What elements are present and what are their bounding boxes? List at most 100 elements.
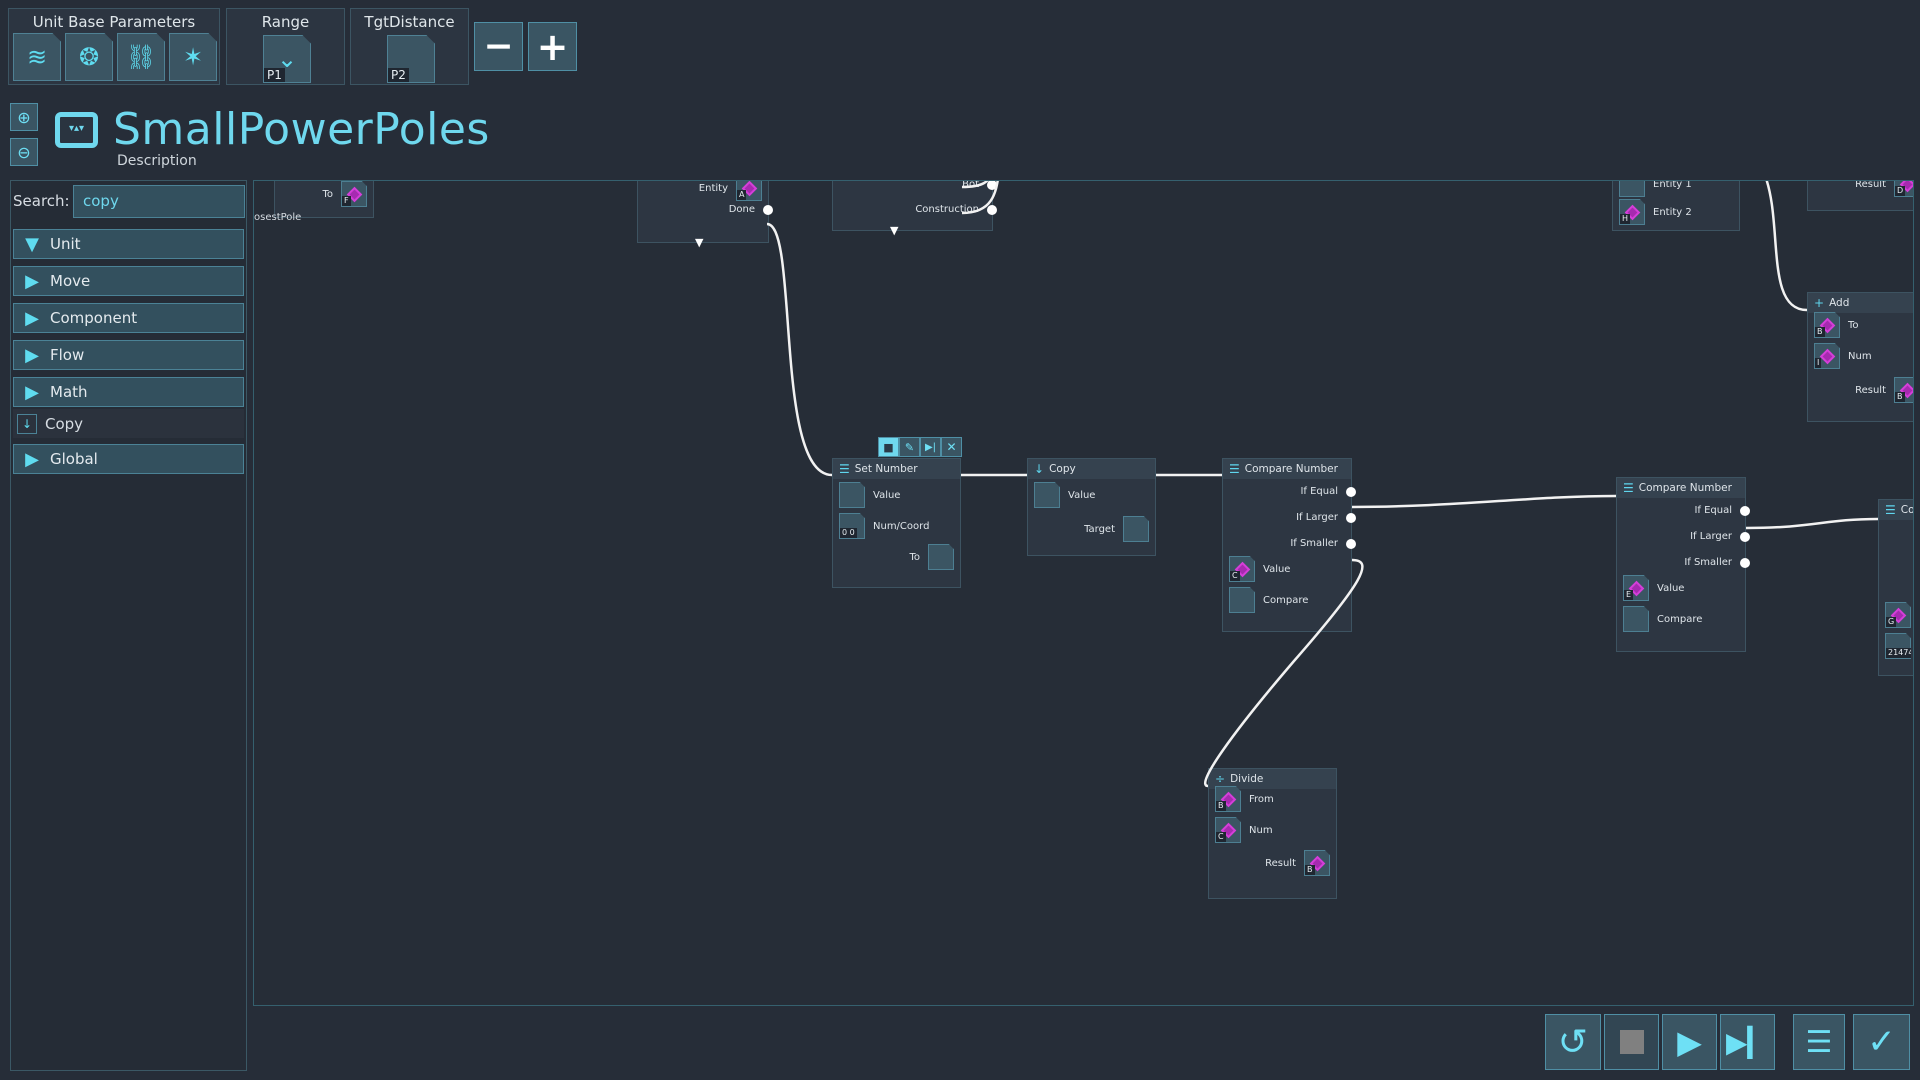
port-label: Bot (962, 180, 979, 190)
register-badge: D (1895, 186, 1906, 196)
exec-port[interactable] (1740, 557, 1750, 568)
value-slot[interactable] (839, 482, 865, 508)
node-type-icon: ☰ (839, 462, 850, 476)
description-link[interactable]: Description (117, 153, 197, 169)
register-badge: C (1216, 832, 1226, 842)
port-label: Value (1657, 582, 1685, 594)
category-math[interactable]: ▶Math (13, 377, 244, 407)
instruction-copy[interactable]: ↓ Copy (13, 409, 244, 438)
value-slot[interactable]: 0 0 (839, 513, 865, 539)
value-slot[interactable] (1034, 482, 1060, 508)
value-slot[interactable]: C (1229, 556, 1255, 582)
exec-port[interactable] (1346, 538, 1356, 549)
node-compare3[interactable]: ☰CorG 214748 (1878, 499, 1913, 676)
value-slot[interactable]: G (1885, 602, 1911, 628)
category-move[interactable]: ▶Move (13, 266, 244, 296)
undo-button[interactable]: ↺ (1545, 1014, 1601, 1070)
range-chevron-icon[interactable]: ⌄P1 (263, 35, 311, 83)
lock-icon[interactable]: ■ (878, 437, 899, 457)
page-title[interactable]: SmallPowerPoles (113, 104, 490, 155)
exec-port[interactable] (1346, 512, 1356, 523)
category-unit[interactable]: ▼Unit (13, 229, 244, 259)
exec-port[interactable] (1740, 505, 1750, 516)
zoom-out-button[interactable]: ⊖ (10, 138, 38, 166)
tgtdistance-slot[interactable]: P2 (387, 35, 435, 83)
range-label: Range (261, 13, 310, 31)
value-slot[interactable]: C (1215, 817, 1241, 843)
node-header[interactable]: ☰Compare Number (1617, 478, 1745, 498)
close-icon[interactable]: ✕ (941, 437, 962, 457)
category-component[interactable]: ▶Component (13, 303, 244, 333)
exec-port[interactable] (1346, 486, 1356, 497)
aperture-icon[interactable]: ❂ (65, 33, 113, 81)
node-header[interactable]: ☰Set Number (833, 459, 960, 479)
step-icon[interactable]: ▶| (920, 437, 941, 457)
play-button[interactable]: ▶ (1662, 1014, 1717, 1070)
value-slot[interactable] (928, 544, 954, 570)
value-slot[interactable] (1623, 606, 1649, 632)
collapse-icon[interactable]: ✶ (169, 33, 217, 81)
confirm-button[interactable]: ✓ (1853, 1014, 1910, 1070)
value-slot[interactable] (1123, 516, 1149, 542)
search-input[interactable]: copy (73, 185, 245, 218)
category-flow[interactable]: ▶Flow (13, 340, 244, 370)
value-slot[interactable]: H (1619, 199, 1645, 225)
value-slot[interactable]: E (1623, 575, 1649, 601)
node-header[interactable]: +Add (1808, 293, 1913, 313)
value-slot[interactable]: I (1814, 343, 1840, 369)
node-row: Compare (1623, 606, 1702, 632)
exec-port[interactable] (987, 204, 997, 215)
port-label: Target (1084, 523, 1115, 535)
register-badge: E (1624, 590, 1634, 600)
exec-port[interactable] (1740, 531, 1750, 542)
add-parameter-button[interactable]: + (528, 22, 577, 71)
node-header[interactable]: ☰Cor (1879, 500, 1913, 520)
category-global[interactable]: ▶Global (13, 444, 244, 474)
signal-chevron-icon[interactable]: ≋ (13, 33, 61, 81)
zoom-in-button[interactable]: ⊕ (10, 103, 38, 131)
chevron-right-icon: ▶ (25, 381, 39, 403)
node-header[interactable]: ↓Copy (1028, 459, 1155, 479)
compare2-equal-wire (1745, 517, 1879, 530)
collapse-arrow-icon[interactable]: ▼ (695, 236, 704, 249)
value-slot[interactable] (1619, 181, 1645, 197)
collapse-arrow-icon[interactable]: ▼ (890, 224, 899, 237)
exec-port[interactable] (763, 204, 773, 215)
value-slot[interactable]: F (341, 181, 367, 207)
node-header[interactable]: ☰Compare Number (1223, 459, 1351, 479)
value-slot[interactable]: B (1215, 786, 1241, 812)
value-slot[interactable] (1229, 587, 1255, 613)
register-badge: F (342, 196, 351, 206)
stop-button[interactable] (1604, 1014, 1659, 1070)
compare-equal-wire (1351, 494, 1617, 509)
server-button[interactable]: ☰ (1793, 1014, 1845, 1070)
step-forward-button[interactable]: ▶▎ (1720, 1014, 1775, 1070)
value-slot[interactable]: D (1894, 181, 1913, 197)
edit-icon[interactable]: ✎ (899, 437, 920, 457)
register-badge: B (1305, 865, 1315, 875)
port-label: If Larger (1690, 531, 1732, 542)
value-slot[interactable]: B (1304, 850, 1330, 876)
link-icon[interactable]: ⛓ (117, 33, 165, 81)
value-slot[interactable]: B (1814, 312, 1840, 338)
node-row: Bot (962, 180, 997, 190)
remove-parameter-button[interactable]: − (474, 22, 523, 71)
value-slot[interactable]: B (1894, 377, 1913, 403)
exec-port[interactable] (987, 181, 997, 190)
value-slot[interactable]: 214748 (1885, 633, 1911, 659)
value-slot[interactable]: A (736, 181, 762, 201)
register-badge: 214748 (1886, 648, 1911, 658)
